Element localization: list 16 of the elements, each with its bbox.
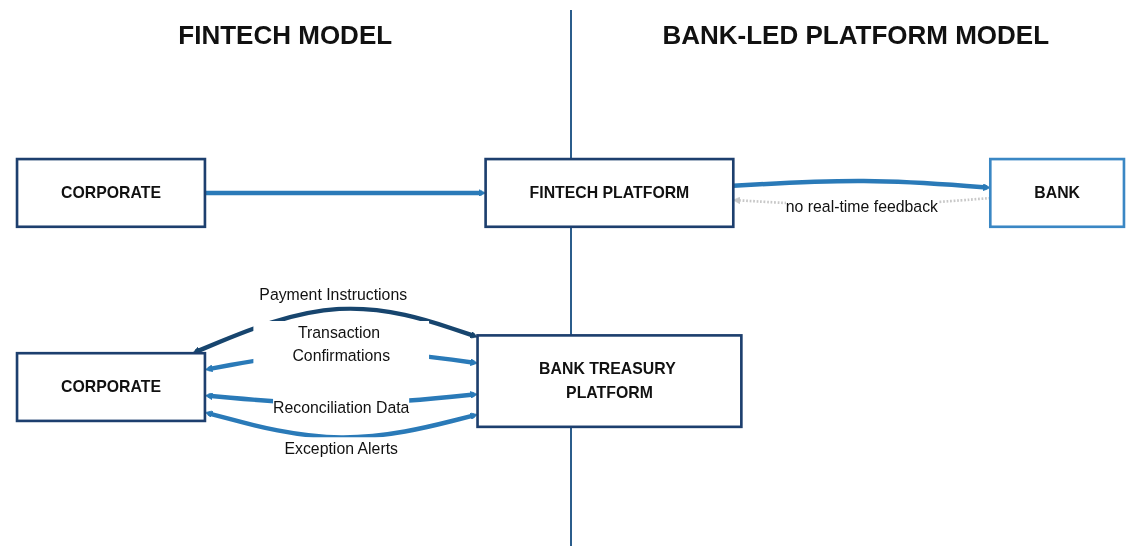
node-box: CORPORATE — [15, 351, 207, 423]
node-box: FINTECH PLATFORM — [484, 157, 735, 229]
panel-heading: FINTECH MODEL — [178, 19, 393, 50]
arrow — [204, 189, 486, 197]
edge-label: no real-time feedback — [785, 198, 938, 216]
node-box: BANK — [988, 157, 1126, 229]
arrow — [204, 410, 478, 440]
edge-label: Transaction Confirmations — [292, 323, 391, 365]
arrow — [733, 178, 991, 192]
node-box: CORPORATE — [15, 157, 207, 229]
edge-label: Exception Alerts — [284, 439, 398, 458]
panel-heading: BANK-LED PLATFORM MODEL — [662, 19, 1050, 50]
arrow — [192, 306, 478, 354]
edge-label: Reconciliation Data — [273, 398, 410, 417]
node-box: BANK TREASURY PLATFORM — [476, 334, 743, 429]
edge-label: Payment Instructions — [259, 285, 408, 304]
